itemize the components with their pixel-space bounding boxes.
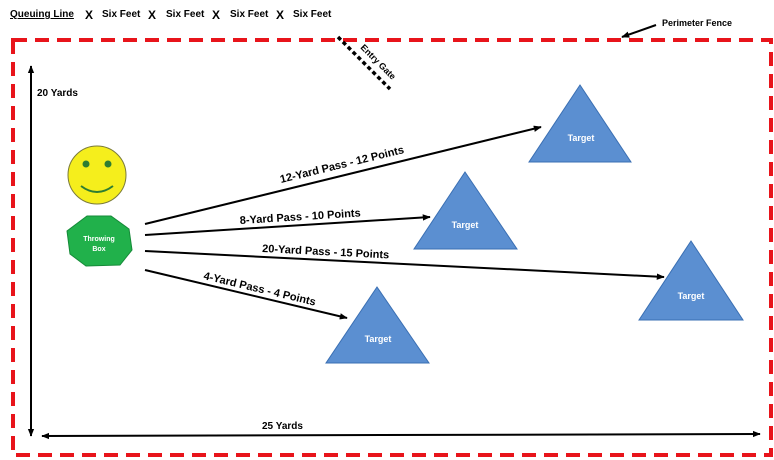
queue-spacing-label: Six Feet [166,9,205,20]
queue-spacing-label: Six Feet [230,9,269,20]
throwing-box: Throwing Box [66,215,133,267]
pass-arrow-8-yard [144,214,431,236]
perimeter-fence [11,38,773,457]
target-label: Target [568,133,595,143]
throwing-box-label: Throwing [83,236,115,243]
queue-spacing-label: Six Feet [102,9,141,20]
height-dimension-label: 20 Yards [37,88,78,99]
queue-x-mark: X [276,8,285,22]
target-triangle: Target [638,240,744,321]
width-dimension-arrow [41,430,761,440]
target-label: Target [678,291,705,301]
pass-label-8-yard: 8-Yard Pass - 10 Points [239,207,361,227]
smiley-face-icon [67,145,127,205]
target-triangle: Target [413,171,518,250]
pass-label-4-yard: 4-Yard Pass - 4 Points [202,270,317,308]
perimeter-fence-pointer [621,24,657,38]
pass-arrow-12-yard [144,125,542,225]
target-label: Target [452,220,479,230]
queue-x-mark: X [212,8,221,22]
queue-spacing-label: Six Feet [293,9,332,20]
entry-gate [336,35,392,91]
target-triangle: Target [528,84,632,163]
queue-x-mark: X [148,8,157,22]
queuing-line-label: Queuing Line [10,9,74,20]
queue-x-mark: X [85,8,94,22]
pass-arrow-20-yard [144,250,665,280]
pass-arrow-4-yard [144,269,348,320]
perimeter-fence-label: Perimeter Fence [662,18,732,28]
width-dimension-label: 25 Yards [262,421,303,432]
throwing-box-label: Box [92,246,105,253]
target-triangle: Target [325,286,430,364]
target-label: Target [365,334,392,344]
